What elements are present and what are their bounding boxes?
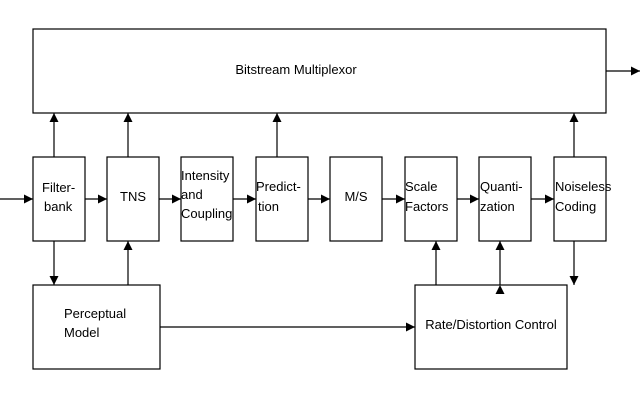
perceptual-model-block: Perceptual Model <box>32 284 161 370</box>
quantization-label-line2: zation <box>480 199 515 214</box>
filterbank-label-line1: Filter- <box>42 180 75 195</box>
ms-label: M/S <box>344 189 367 204</box>
intensity-label-line1: Intensity <box>181 168 230 183</box>
prediction-label-line1: Predict- <box>256 179 301 194</box>
rate-distortion-control-label: Rate/Distortion Control <box>425 317 557 332</box>
intensity-label-line2: and <box>181 187 203 202</box>
ms-block: M/S <box>329 156 383 242</box>
perceptual-model-label-line1: Perceptual <box>64 306 126 321</box>
tns-block: TNS <box>106 156 160 242</box>
scale-factors-label-line2: Factors <box>405 199 449 214</box>
filterbank-block: Filter- bank <box>32 156 86 242</box>
intensity-coupling-block: Intensity and Coupling <box>180 156 234 242</box>
multiplexor-input-arrows <box>49 113 579 157</box>
noiseless-coding-block: Noiseless Coding <box>553 156 612 242</box>
scale-factors-block: Scale Factors <box>404 156 458 242</box>
intensity-label-line3: Coupling <box>181 206 232 221</box>
filterbank-label-line2: bank <box>44 199 73 214</box>
noiseless-coding-label-line1: Noiseless <box>555 179 612 194</box>
perceptual-model-arrows <box>49 241 415 332</box>
perceptual-model-label-line2: Model <box>64 325 100 340</box>
bitstream-multiplexor-block: Bitstream Multiplexor <box>32 28 607 114</box>
rate-control-arrows <box>431 241 579 294</box>
prediction-label-line2: tion <box>258 199 279 214</box>
quantization-block: Quanti- zation <box>478 156 532 242</box>
bitstream-multiplexor-label: Bitstream Multiplexor <box>235 62 357 77</box>
noiseless-coding-label-line2: Coding <box>555 199 596 214</box>
prediction-block: Predict- tion <box>255 156 309 242</box>
scale-factors-label-line1: Scale <box>405 179 438 194</box>
quantization-label-line1: Quanti- <box>480 179 523 194</box>
tns-label: TNS <box>120 189 146 204</box>
rate-distortion-control-block: Rate/Distortion Control <box>414 284 568 370</box>
